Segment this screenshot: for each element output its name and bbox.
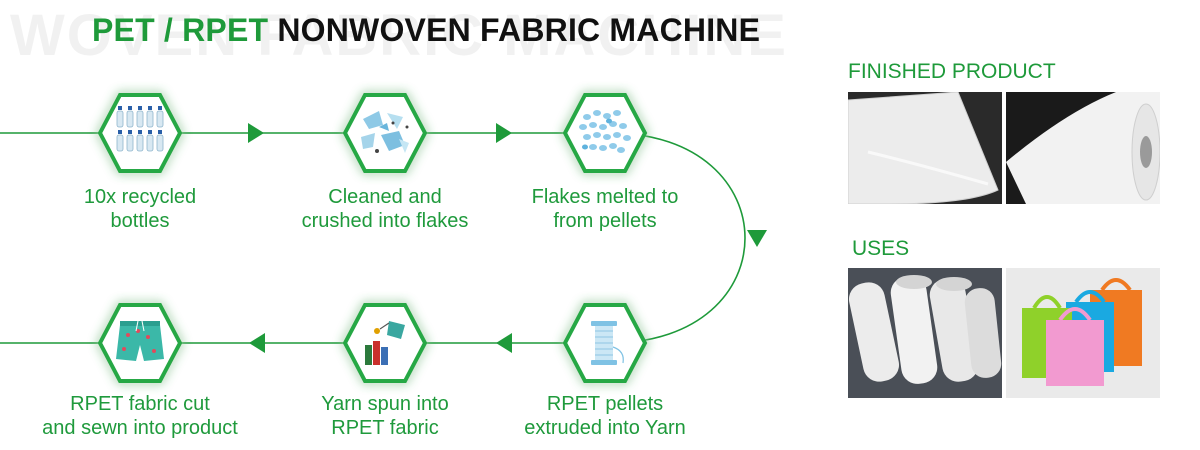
fabric-sheet-photo [848, 92, 1002, 204]
step-hexagon-4 [562, 303, 648, 383]
fabric-roll-photo [1006, 92, 1160, 204]
return-curve [609, 132, 746, 344]
yarn-fabric-icon [365, 321, 405, 365]
bottles-icon [116, 106, 164, 152]
arrow-right-icon [496, 123, 512, 143]
filter-bags-photo [848, 268, 1002, 398]
step-hexagon-5 [342, 303, 428, 383]
title-black-part: NONWOVEN FABRIC MACHINE [277, 12, 761, 48]
step-hexagon-2 [342, 93, 428, 173]
arrow-left-icon [496, 333, 512, 353]
arrow-right-icon [248, 123, 264, 143]
yarn-spool-icon [591, 321, 624, 365]
arrow-down-icon [747, 230, 767, 247]
step-hexagon-3 [562, 93, 648, 173]
uses-heading: USES [852, 237, 910, 260]
step-hexagon-6 [97, 303, 183, 383]
step-hexagon-1 [97, 93, 183, 173]
shorts-icon [116, 320, 164, 361]
watermark-text: WOVEN FABRIC MACHINE [10, 3, 788, 68]
title-green-part: PET / RPET [92, 12, 269, 48]
page-title: PET / RPET NONWOVEN FABRIC MACHINE [92, 12, 760, 49]
arrow-left-icon [249, 333, 265, 353]
finished-product-heading: FINISHED PRODUCT [848, 60, 1056, 83]
flakes-icon [361, 111, 409, 153]
pellets-icon [579, 110, 631, 153]
shopping-bags-photo [1006, 268, 1160, 398]
